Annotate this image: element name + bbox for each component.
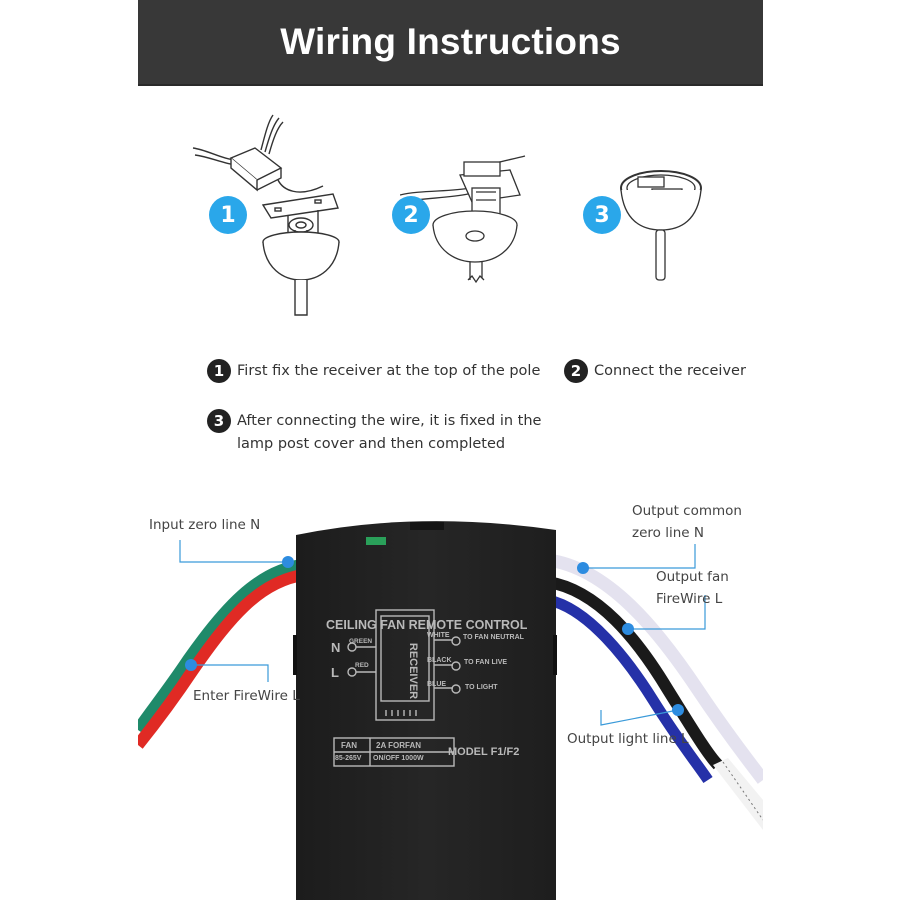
box-terminal-l: L (331, 665, 339, 680)
step-2-number-icon: 2 (564, 359, 588, 383)
callout-dot-output-light (672, 704, 684, 716)
receiver-photo (138, 521, 763, 900)
instruction-step-2-text: Connect the receiver (594, 363, 746, 379)
white-sleeve (713, 758, 763, 830)
label-output-light: Output light line L (567, 731, 689, 747)
instruction-step-3-text-line2: lamp post cover and then completed (237, 436, 506, 452)
box-wire-black: BLACK (427, 657, 452, 664)
title-banner: Wiring Instructions (138, 0, 763, 86)
box-wire-white: WHITE (427, 632, 450, 639)
spec-fan: FAN (341, 741, 357, 750)
wiring-instructions-page: Wiring Instructions 1 2 (138, 0, 763, 900)
callout-dot-input-live (185, 659, 197, 671)
receiver-box (296, 521, 556, 900)
instruction-step-3-text-line1: After connecting the wire, it is fixed i… (237, 413, 542, 429)
spec-voltage: 85-265V (335, 755, 362, 762)
green-led-window (366, 537, 386, 545)
box-dest-light: TO LIGHT (465, 684, 498, 691)
instruction-step-1: 1 First fix the receiver at the top of t… (207, 359, 541, 383)
step-2-badge: 2 (392, 196, 430, 234)
black-wire (546, 576, 723, 770)
step-1-badge: 1 (209, 196, 247, 234)
spec-current: 2A FORFAN (376, 741, 422, 750)
step-3-number-icon: 3 (207, 409, 231, 433)
blue-wire (546, 594, 713, 784)
box-model: MODEL F1/F2 (448, 746, 520, 758)
white-wire (546, 553, 763, 784)
box-wire-blue: BLUE (427, 681, 447, 688)
step-3-illustration (620, 170, 702, 281)
label-output-fan-line2: FireWire L (656, 591, 723, 607)
label-output-neutral-line1: Output common (632, 503, 742, 519)
box-wire-green: GREEN (349, 638, 373, 645)
box-dest-fan-live: TO FAN LIVE (464, 659, 508, 666)
instruction-step-2: 2 Connect the receiver (564, 359, 746, 383)
instruction-step-1-text: First fix the receiver at the top of the… (237, 363, 541, 379)
callout-dot-output-fan (622, 623, 634, 635)
label-input-neutral: Input zero line N (149, 517, 261, 533)
callout-dot-output-neutral (577, 562, 589, 574)
box-side-notch-right (553, 635, 557, 675)
step-3-badge: 3 (583, 196, 621, 234)
callout-dot-input-neutral (282, 556, 294, 568)
step-1-illustration (192, 114, 340, 316)
label-output-fan-line1: Output fan (656, 569, 729, 585)
green-wire (138, 559, 304, 734)
box-top-notch (410, 522, 444, 530)
step-2-illustration (400, 155, 526, 284)
instruction-step-3: 3 After connecting the wire, it is fixed… (207, 409, 542, 456)
spec-power: ON/OFF 1000W (373, 755, 424, 762)
label-output-neutral-line2: zero line N (632, 525, 704, 541)
box-side-notch-left (293, 635, 297, 675)
label-input-live: Enter FireWire L (193, 688, 300, 704)
red-wire (138, 569, 305, 749)
box-wire-red: RED (355, 662, 369, 669)
step-1-number-icon: 1 (207, 359, 231, 383)
box-title: CEILING FAN REMOTE CONTROL (326, 618, 528, 632)
page-title: Wiring Instructions (280, 21, 621, 62)
box-dest-fan-neutral: TO FAN NEUTRAL (463, 634, 524, 641)
callout-lines (179, 540, 706, 726)
box-terminal-n: N (331, 640, 341, 655)
